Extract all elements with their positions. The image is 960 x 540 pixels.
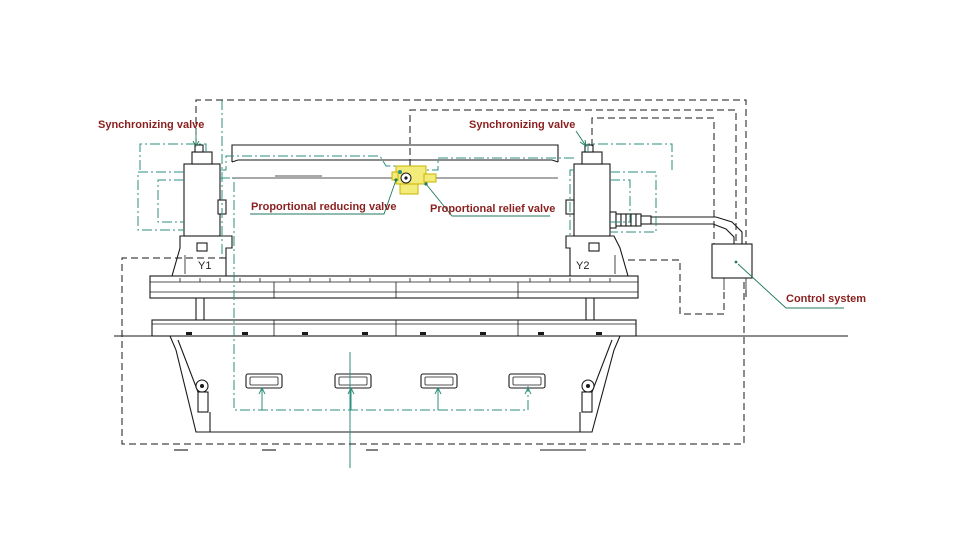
- synchronizing-valve-right-label: Synchronizing valve: [469, 119, 575, 131]
- lower-table: [114, 319, 848, 337]
- lower-frame: [169, 335, 621, 451]
- control-lines: [121, 99, 747, 445]
- cylinder-y2-label: Y2: [576, 260, 589, 272]
- proportional-relief-valve-label: Proportional relief valve: [430, 203, 555, 215]
- hydraulic-lines: [137, 100, 673, 468]
- proportional-valve-block: [391, 165, 437, 195]
- hose-connector: [609, 211, 743, 246]
- cylinder-y2: [565, 144, 629, 277]
- upper-beam: [149, 275, 639, 320]
- synchronizing-valve-left-label: Synchronizing valve: [98, 119, 204, 131]
- label-leaders: [192, 129, 844, 309]
- proportional-reducing-valve-label: Proportional reducing valve: [251, 201, 396, 213]
- control-system-label: Control system: [786, 293, 866, 305]
- control-system-box: [711, 243, 753, 290]
- cylinder-y1-label: Y1: [198, 260, 211, 272]
- cylinder-y1: [171, 144, 233, 277]
